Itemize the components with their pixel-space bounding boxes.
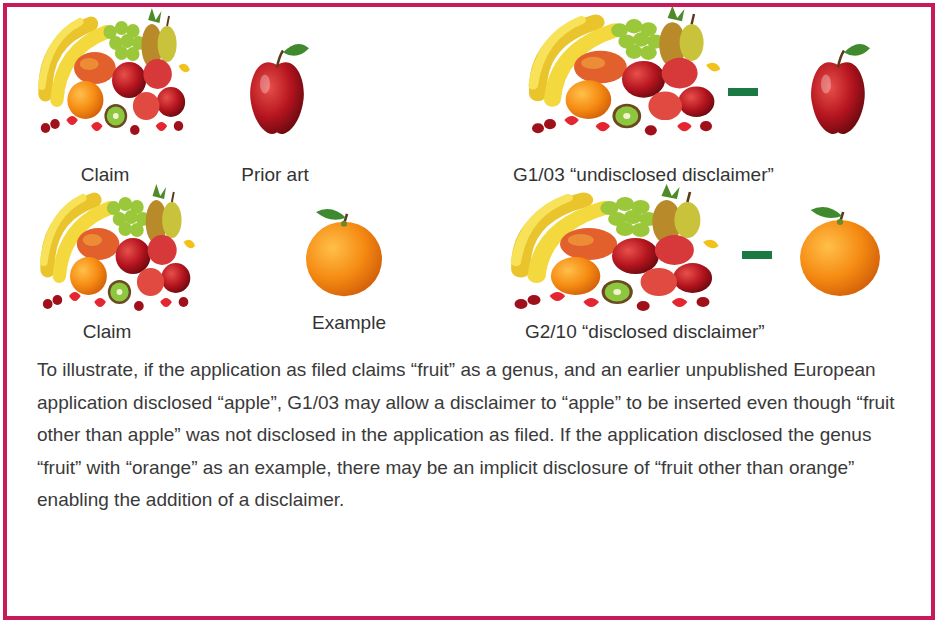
picture-caption: Example	[312, 312, 386, 334]
picture-caption: G1/03 “undisclosed disclaimer”	[513, 164, 774, 186]
frame-panel: To illustrate, if the application as fil…	[3, 3, 935, 620]
picture-caption: Claim	[83, 321, 132, 343]
picture-caption: G2/10 “disclosed disclaimer”	[525, 321, 765, 343]
picture-caption: Claim	[81, 164, 130, 186]
explanation-text: To illustrate, if the application as fil…	[37, 354, 905, 517]
picture-caption: Prior art	[241, 164, 309, 186]
